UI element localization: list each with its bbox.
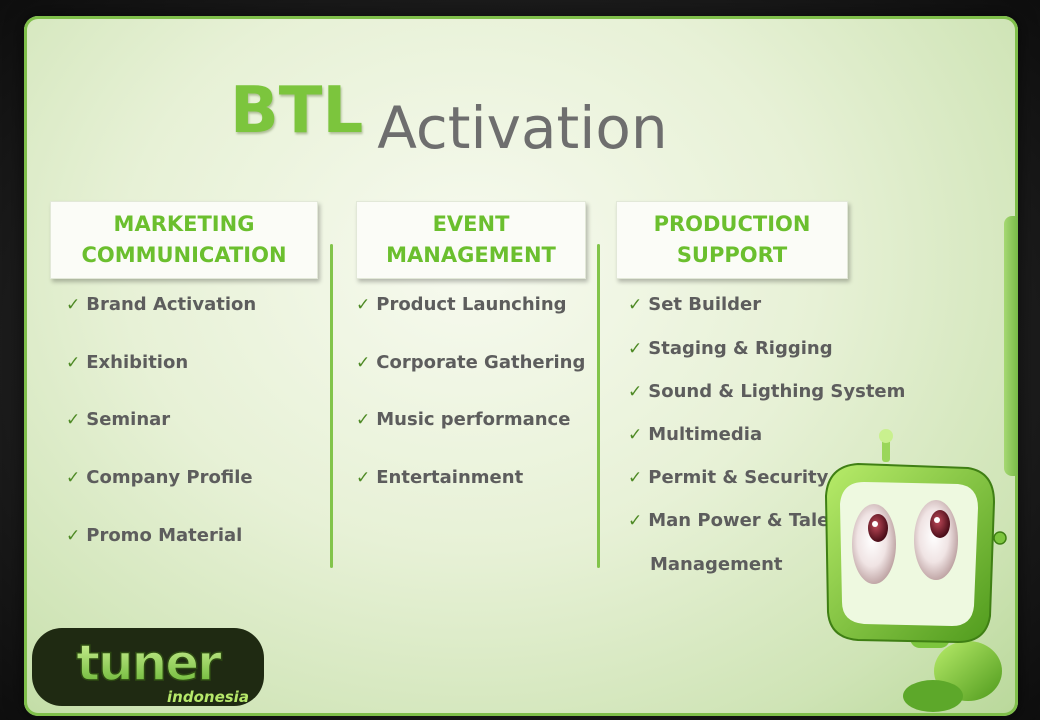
check-icon: ✓: [356, 468, 371, 488]
column-header-line: PRODUCTION: [653, 212, 811, 236]
logo-word: tuner: [76, 634, 222, 692]
list-item-label: Company Profile: [86, 467, 253, 488]
list-item-label: Entertainment: [376, 467, 524, 488]
list-item: ✓Entertainment: [356, 467, 523, 488]
check-icon: ✓: [628, 468, 643, 488]
column-header-event: EVENT MANAGEMENT: [356, 201, 586, 279]
list-item-label: Corporate Gathering: [376, 352, 586, 373]
logo-sub: indonesia: [167, 688, 249, 706]
column-header-line: MARKETING: [113, 212, 255, 236]
check-icon: ✓: [628, 511, 643, 531]
list-item-label: Multimedia: [648, 424, 763, 445]
check-icon: ✓: [628, 339, 643, 359]
tuner-logo: tuner indonesia: [32, 628, 264, 706]
check-icon: ✓: [66, 410, 81, 430]
list-item: ✓Exhibition: [66, 352, 188, 373]
list-item-label: Staging & Rigging: [648, 338, 833, 359]
column-header-marketing: MARKETING COMMUNICATION: [50, 201, 318, 279]
check-icon: ✓: [66, 295, 81, 315]
list-item: ✓Man Power & Talent: [628, 510, 851, 531]
list-item-label: Permit & Security: [648, 467, 829, 488]
robot-mascot-icon: [824, 429, 1007, 712]
list-item: ✓Permit & Security: [628, 467, 828, 488]
list-item: ✓Product Launching: [356, 294, 567, 315]
list-item-label: Set Builder: [648, 294, 762, 315]
list-item-label: Music performance: [376, 409, 571, 430]
list-item: ✓Brand Activation: [66, 294, 256, 315]
column-divider: [597, 244, 600, 568]
list-item-label: Product Launching: [376, 294, 567, 315]
list-item: ✓Company Profile: [66, 467, 253, 488]
title-rest: Activation: [377, 94, 668, 162]
list-item-label: Promo Material: [86, 525, 243, 546]
list-item-label: Seminar: [86, 409, 171, 430]
check-icon: ✓: [628, 425, 643, 445]
list-item: ✓Sound & Ligthing System: [628, 381, 905, 402]
check-icon: ✓: [628, 382, 643, 402]
list-item: ✓Promo Material: [66, 525, 242, 546]
check-icon: ✓: [66, 526, 81, 546]
list-item: ✓Multimedia: [628, 424, 762, 445]
column-divider: [330, 244, 333, 568]
list-item: ✓Staging & Rigging: [628, 338, 833, 359]
check-icon: ✓: [356, 410, 371, 430]
column-header-line: EVENT: [432, 212, 510, 236]
check-icon: ✓: [66, 353, 81, 373]
list-item-label: Sound & Ligthing System: [648, 381, 906, 402]
list-item: ✓Music performance: [356, 409, 570, 430]
column-header-line: SUPPORT: [676, 243, 788, 267]
check-icon: ✓: [628, 295, 643, 315]
column-header-line: MANAGEMENT: [386, 243, 556, 267]
column-header-line: COMMUNICATION: [81, 243, 287, 267]
list-item: ✓Set Builder: [628, 294, 761, 315]
list-item-label: Exhibition: [86, 352, 189, 373]
list-item-label: Brand Activation: [86, 294, 257, 315]
check-icon: ✓: [356, 353, 371, 373]
list-item: ✓Seminar: [66, 409, 170, 430]
title-highlight: BTL: [230, 74, 364, 148]
check-icon: ✓: [66, 468, 81, 488]
side-accent-bar: [1004, 216, 1018, 476]
column-header-production: PRODUCTION SUPPORT: [616, 201, 848, 279]
check-icon: ✓: [356, 295, 371, 315]
list-item-label: Man Power & Talent: [648, 510, 851, 531]
list-item-continuation: Management: [650, 554, 783, 575]
list-item: ✓Corporate Gathering: [356, 352, 585, 373]
